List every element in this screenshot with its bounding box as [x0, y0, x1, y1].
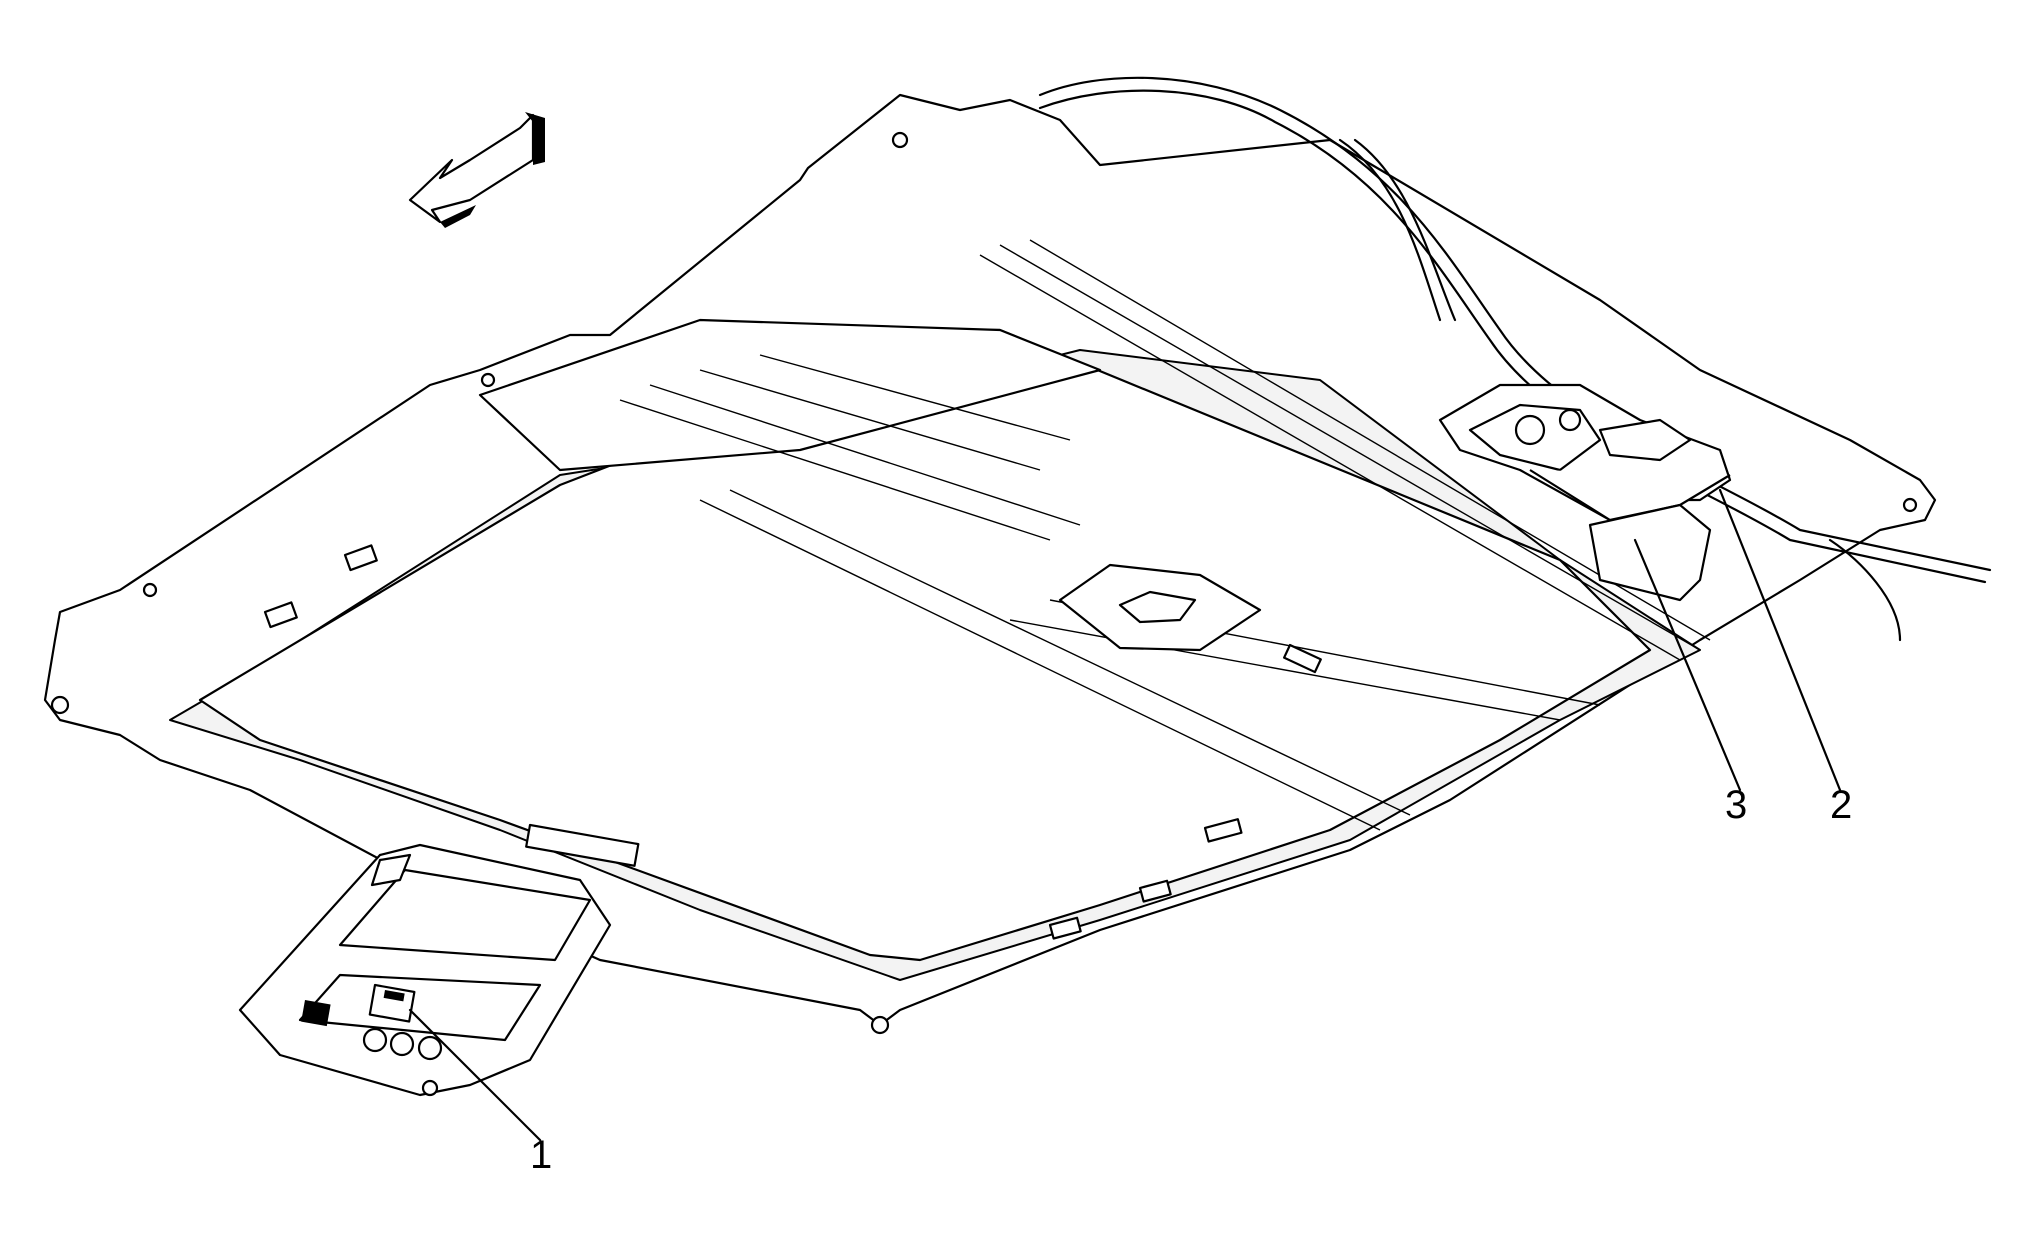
callout-3: 3	[1725, 783, 1748, 827]
roof-frame	[43, 93, 1937, 1035]
forward-direction-arrow-icon	[408, 112, 545, 228]
overhead-console	[238, 843, 612, 1097]
callout-1: 1	[530, 1133, 553, 1177]
callout-2: 2	[1830, 783, 1853, 827]
leader-lines	[408, 488, 1842, 1142]
leader-line-2	[1718, 488, 1842, 792]
sunroof-motor	[1438, 383, 1732, 522]
leader-line-1	[408, 1008, 542, 1142]
leader-line-3	[1633, 538, 1742, 792]
control-module	[1588, 503, 1712, 602]
sunroof-switch	[368, 983, 416, 1023]
